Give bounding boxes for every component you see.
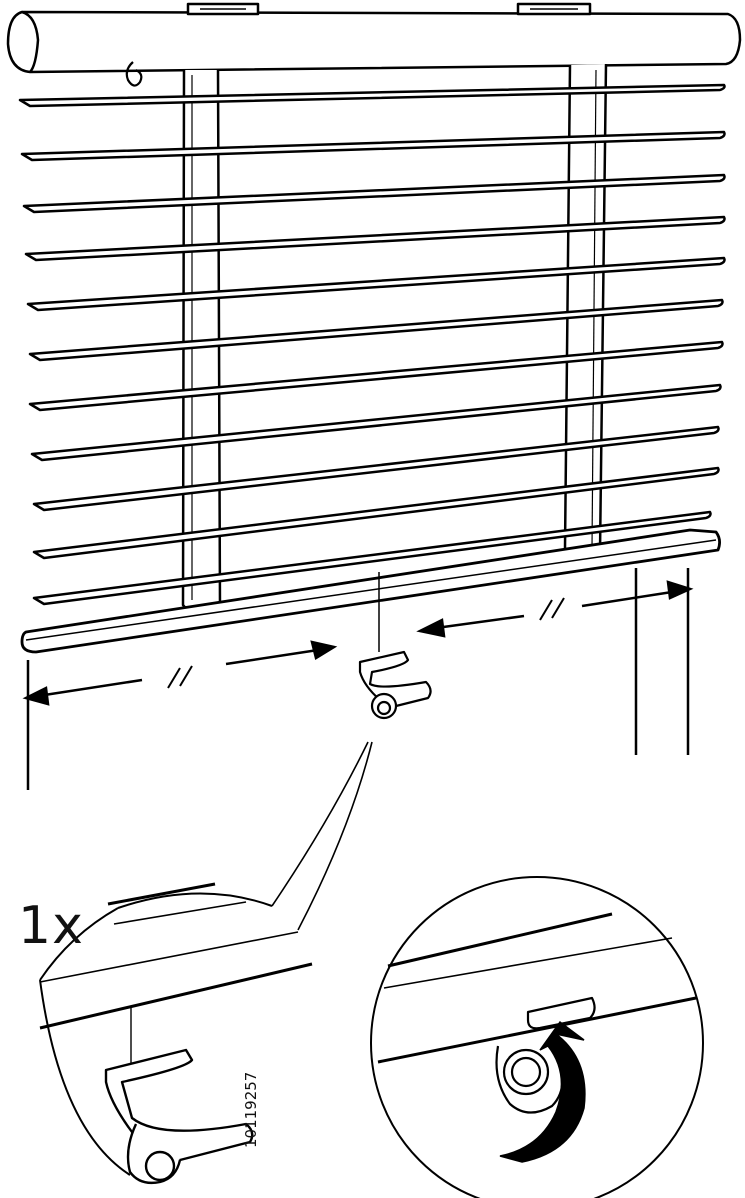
tilt-hook (125, 61, 143, 87)
measure-arrow-icon (22, 568, 694, 790)
bottom-rail (20, 528, 721, 654)
detail-circle-attach (39, 882, 313, 1185)
quantity-label: 1x (18, 896, 84, 956)
clip-large (104, 1048, 254, 1185)
rotate-arrow-icon (499, 1020, 586, 1163)
callout-lines (271, 741, 373, 931)
slat-group (18, 83, 726, 606)
head-rail (6, 10, 742, 74)
document-number: 10119257 (242, 1071, 260, 1148)
detail-circle-rotate (370, 876, 704, 1198)
bottom-rail-clip-icon (358, 650, 432, 720)
venetian-blind-icon (6, 2, 742, 654)
